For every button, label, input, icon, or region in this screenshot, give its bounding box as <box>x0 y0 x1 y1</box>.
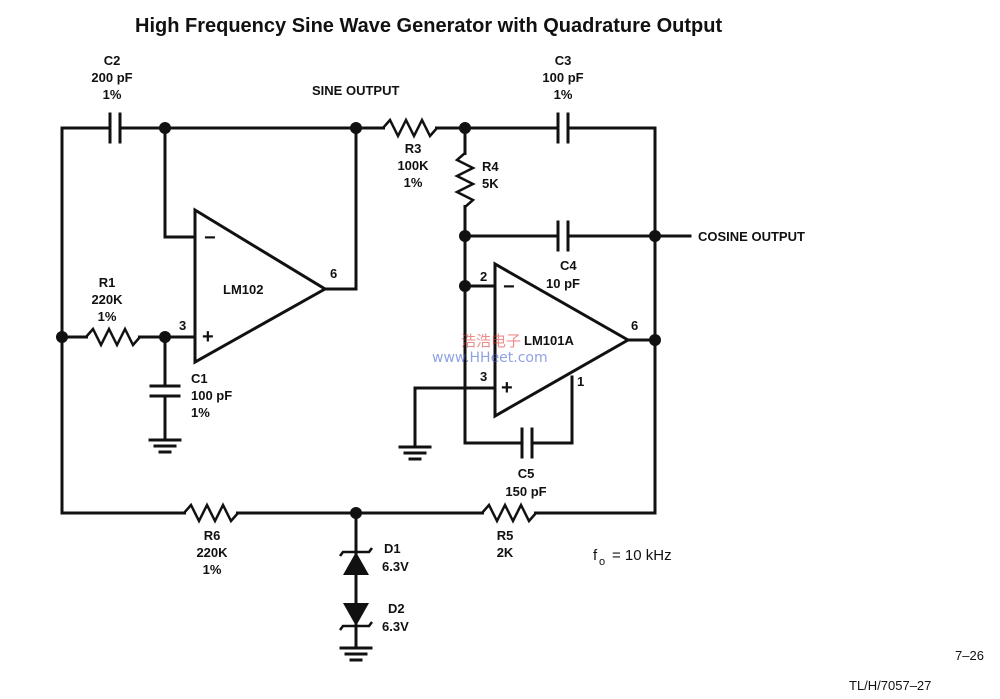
label-d1-value: 6.3V <box>382 559 409 574</box>
cosine-output-label: COSINE OUTPUT <box>698 229 805 244</box>
opamp-lm102-name: LM102 <box>223 282 263 297</box>
page-number: 7–26 <box>955 648 984 663</box>
resistor-r5-symbol <box>481 502 537 524</box>
figure-reference: TL/H/7057–27 <box>849 678 931 693</box>
resistor-r1-symbol <box>85 326 141 348</box>
capacitor-c3-symbol <box>556 112 570 144</box>
label-c4-value: 10 pF <box>546 276 580 291</box>
label-r5: R5 2K <box>497 528 514 560</box>
label-c2-value: 200 pF <box>91 70 132 85</box>
ground-symbol-lm101a <box>398 445 432 461</box>
label-r6-value: 220K <box>196 545 228 560</box>
opamp-lm101a-pin-3: 3 <box>480 369 487 384</box>
opamp-lm101a-plus: + <box>501 377 513 399</box>
label-c3-tolerance: 1% <box>554 87 573 102</box>
resistor-r3-symbol <box>382 117 438 139</box>
label-d1: D1 6.3V <box>382 541 409 574</box>
label-c3-name: C3 <box>555 53 572 68</box>
opamp-lm101a-name: LM101A <box>524 333 574 348</box>
label-c3-value: 100 pF <box>542 70 583 85</box>
watermark-cn: 浩浩电子 <box>461 332 521 350</box>
frequency-subscript: o <box>599 556 605 568</box>
label-r6-name: R6 <box>204 528 221 543</box>
label-c4-name: C4 <box>560 258 577 273</box>
label-c1-value: 100 pF <box>191 388 232 403</box>
opamp-lm102: − + LM102 6 3 <box>179 207 337 365</box>
opamp-lm101a-pin-2: 2 <box>480 269 487 284</box>
label-r4-name: R4 <box>482 159 499 174</box>
label-r3-tolerance: 1% <box>404 175 423 190</box>
opamp-lm102-plus: + <box>202 326 214 348</box>
wires <box>60 126 692 650</box>
label-d2-name: D2 <box>388 601 405 616</box>
opamp-lm101a: − + LM101A 2 3 6 1 <box>480 261 638 419</box>
junction-dots <box>56 122 661 519</box>
label-r3-name: R3 <box>405 141 422 156</box>
watermark-url: www.HHeet.com <box>432 350 548 366</box>
label-c5-name: C5 <box>518 466 535 481</box>
frequency-note: f o = 10 kHz <box>593 547 672 568</box>
label-r6: R6 220K 1% <box>196 528 228 577</box>
label-d1-name: D1 <box>384 541 401 556</box>
ground-symbol-diodes <box>339 646 373 662</box>
zener-diode-d2-symbol <box>339 603 373 631</box>
label-c5-value: 150 pF <box>505 484 546 499</box>
capacitor-c1-symbol <box>149 384 181 398</box>
frequency-value: = 10 kHz <box>612 547 672 564</box>
opamp-lm101a-minus: − <box>503 276 515 298</box>
label-r3: R3 100K 1% <box>397 141 429 190</box>
zener-diode-d1-symbol <box>339 547 373 575</box>
label-r5-value: 2K <box>497 545 514 560</box>
label-c2-name: C2 <box>104 53 121 68</box>
label-r3-value: 100K <box>397 158 429 173</box>
capacitor-c4-symbol <box>556 220 570 252</box>
label-c1: C1 100 pF 1% <box>191 371 232 420</box>
label-c3: C3 100 pF 1% <box>542 53 583 102</box>
label-r1: R1 220K 1% <box>91 275 123 324</box>
label-d2: D2 6.3V <box>382 601 409 634</box>
capacitor-c5-symbol <box>520 427 534 459</box>
label-c4: C4 10 pF <box>546 258 580 291</box>
label-c2-tolerance: 1% <box>103 87 122 102</box>
label-c5: C5 150 pF <box>505 466 546 499</box>
opamp-lm102-pin-3: 3 <box>179 318 186 333</box>
resistor-r6-symbol <box>183 502 239 524</box>
label-r5-name: R5 <box>497 528 514 543</box>
capacitor-c2-symbol <box>108 112 122 144</box>
label-r4: R4 5K <box>482 159 499 191</box>
label-d2-value: 6.3V <box>382 619 409 634</box>
label-c1-name: C1 <box>191 371 208 386</box>
resistor-r4-symbol <box>454 152 476 208</box>
label-r1-value: 220K <box>91 292 123 307</box>
label-r6-tolerance: 1% <box>203 562 222 577</box>
opamp-lm101a-pin-1: 1 <box>577 374 584 389</box>
opamp-lm102-pin-6: 6 <box>330 266 337 281</box>
opamp-lm102-minus: − <box>204 227 216 249</box>
watermark: 浩浩电子 www.HHeet.com <box>432 332 548 366</box>
label-c2: C2 200 pF 1% <box>91 53 132 102</box>
label-r4-value: 5K <box>482 176 499 191</box>
label-r1-tolerance: 1% <box>98 309 117 324</box>
label-r1-name: R1 <box>99 275 116 290</box>
frequency-symbol: f <box>593 547 598 564</box>
ground-symbol-c1 <box>148 438 182 454</box>
diagram-title: High Frequency Sine Wave Generator with … <box>135 15 722 37</box>
opamp-lm101a-pin-6: 6 <box>631 318 638 333</box>
sine-output-label: SINE OUTPUT <box>312 83 399 98</box>
label-c1-tolerance: 1% <box>191 405 210 420</box>
